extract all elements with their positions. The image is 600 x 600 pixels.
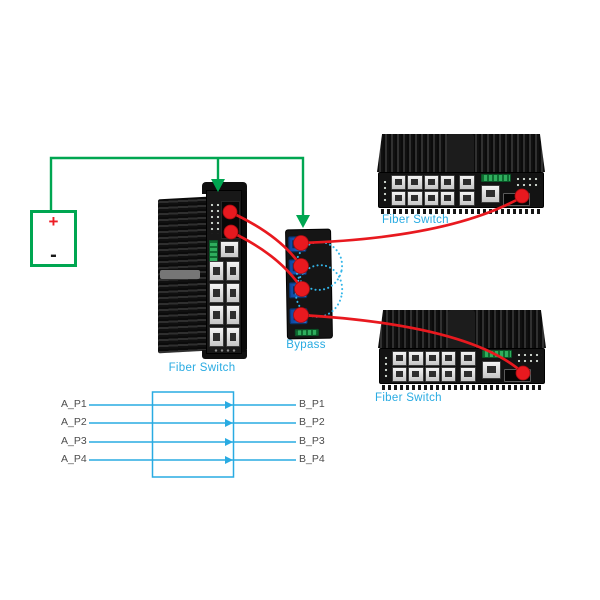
rj45-port bbox=[408, 367, 424, 382]
power-supply: + - bbox=[30, 210, 77, 267]
rj45-port bbox=[440, 351, 456, 366]
top-fiber-switch bbox=[375, 130, 547, 214]
port-a3-label: A_P3 bbox=[61, 435, 87, 447]
rj45-port bbox=[424, 351, 440, 366]
terminal-block bbox=[482, 350, 512, 358]
port-b4-label: B_P4 bbox=[299, 453, 325, 465]
top-handle bbox=[447, 134, 474, 172]
main-switch-label: Fiber Switch bbox=[168, 362, 236, 374]
port-a1-label: A_P1 bbox=[61, 398, 87, 410]
rj45-port bbox=[391, 175, 407, 190]
bypass-port-3 bbox=[288, 282, 308, 299]
rj45-port bbox=[423, 175, 439, 190]
front-panel bbox=[378, 172, 544, 208]
rj45-port bbox=[220, 241, 239, 258]
port-map-box bbox=[151, 391, 235, 478]
rj45-port bbox=[459, 175, 475, 190]
bypass-device bbox=[285, 228, 333, 340]
port-b3-label: B_P3 bbox=[299, 435, 325, 447]
rj45-port bbox=[225, 305, 240, 325]
mounting-feet bbox=[213, 348, 237, 353]
arrow-right-icon bbox=[225, 438, 233, 446]
bottom-fins bbox=[382, 385, 542, 390]
bottom-fiber-switch bbox=[376, 306, 548, 390]
arrow-down-icon bbox=[296, 215, 310, 228]
rj45-port bbox=[209, 327, 224, 347]
bypass-port-1 bbox=[288, 236, 307, 253]
port-map-arrow-icons bbox=[225, 401, 233, 464]
led-grid bbox=[515, 176, 541, 189]
bypass-port-4 bbox=[289, 308, 308, 325]
rj45-port bbox=[408, 351, 424, 366]
power-minus-label: - bbox=[50, 244, 57, 266]
front-panel bbox=[206, 190, 242, 354]
arrow-right-icon bbox=[225, 401, 233, 409]
status-leds bbox=[209, 202, 221, 234]
rj45-port bbox=[482, 361, 501, 379]
port-a2-label: A_P2 bbox=[61, 416, 87, 428]
sfp-slot bbox=[504, 369, 531, 382]
port-b1-label: B_P1 bbox=[299, 398, 325, 410]
rj45-port bbox=[209, 283, 224, 303]
bypass-label: Bypass bbox=[286, 339, 326, 351]
port-a4-label: A_P4 bbox=[61, 453, 87, 465]
din-rail-clip bbox=[160, 270, 200, 279]
sfp-slot bbox=[503, 193, 530, 206]
fiber-port-module bbox=[221, 201, 240, 239]
front-panel bbox=[379, 348, 545, 384]
bypass-port-2 bbox=[288, 259, 307, 276]
arrow-right-icon bbox=[225, 419, 233, 427]
rj45-port bbox=[440, 367, 456, 382]
rj45-port bbox=[423, 191, 439, 206]
rj45-port bbox=[392, 367, 408, 382]
rj45-port bbox=[392, 351, 408, 366]
rj45-port bbox=[407, 191, 423, 206]
rj45-port bbox=[209, 261, 224, 281]
switch-bottom-cap bbox=[202, 350, 247, 359]
port-b2-label: B_P2 bbox=[299, 416, 325, 428]
top-handle bbox=[448, 310, 475, 348]
rj45-port-grid bbox=[391, 175, 455, 206]
rj45-port bbox=[459, 191, 475, 206]
arrow-right-icon bbox=[225, 456, 233, 464]
rj45-port bbox=[225, 327, 240, 347]
status-leds bbox=[383, 355, 389, 379]
rj45-port bbox=[407, 175, 423, 190]
rj45-port bbox=[460, 367, 476, 382]
led-grid bbox=[516, 352, 542, 365]
rj45-port bbox=[439, 175, 455, 190]
rj45-port bbox=[209, 305, 224, 325]
rj45-port bbox=[225, 261, 240, 281]
status-leds bbox=[382, 179, 388, 203]
rj45-port-grid bbox=[209, 261, 240, 347]
main-fiber-switch bbox=[158, 182, 248, 364]
power-plus-label: + bbox=[48, 212, 59, 231]
rj45-port bbox=[439, 191, 455, 206]
terminal-block bbox=[481, 174, 511, 182]
rj45-port bbox=[225, 283, 240, 303]
rj45-port bbox=[424, 367, 440, 382]
top-switch-label: Fiber Switch bbox=[382, 214, 449, 226]
rj45-port bbox=[391, 191, 407, 206]
rj45-port-grid bbox=[392, 351, 456, 382]
rj45-port bbox=[460, 351, 476, 366]
rj45-uplink-ports bbox=[459, 175, 475, 206]
bottom-switch-label: Fiber Switch bbox=[375, 392, 442, 404]
rj45-port bbox=[481, 185, 500, 203]
port-map-diagram bbox=[89, 391, 296, 478]
terminal-block bbox=[294, 328, 319, 337]
rj45-uplink-ports bbox=[460, 351, 476, 382]
